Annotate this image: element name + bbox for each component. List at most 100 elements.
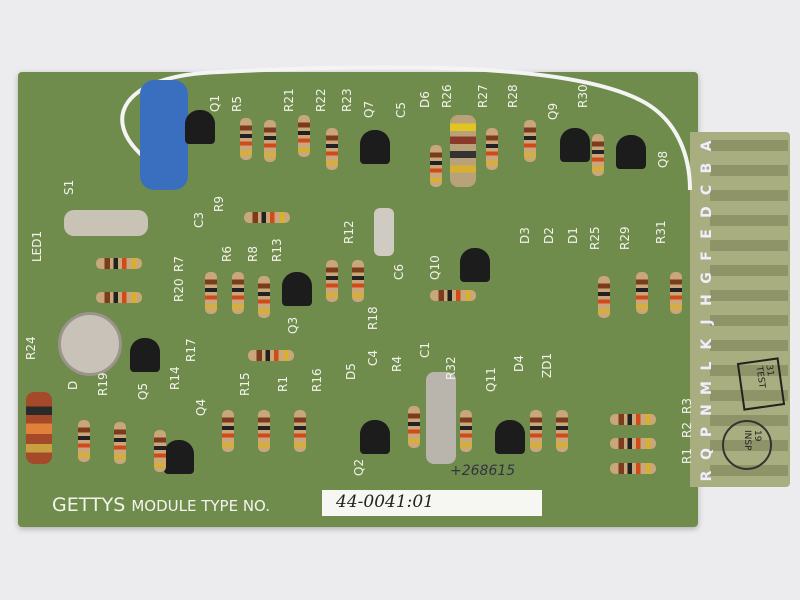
power-resistor-r24: [26, 392, 52, 464]
connector-finger: [710, 190, 788, 201]
resistor: [258, 276, 270, 318]
resistor: [232, 272, 244, 314]
resistor: [408, 406, 420, 448]
label: C1: [418, 341, 432, 358]
label: R27: [476, 84, 490, 108]
label: R14: [168, 366, 182, 390]
transistor-q3: [282, 272, 312, 306]
label: R28: [506, 84, 520, 108]
connector-finger: [710, 265, 788, 276]
resistor: [222, 410, 234, 452]
module-type-number: 44-0041:01: [322, 490, 542, 516]
diode-d4: [530, 410, 542, 452]
label: Q7: [362, 100, 376, 118]
label: R2: [680, 422, 694, 438]
inspection-stamp: 19 INSP: [722, 420, 772, 470]
label: R24: [24, 336, 38, 360]
resistor: [486, 128, 498, 170]
label: D1: [566, 227, 580, 244]
label: R15: [238, 372, 252, 396]
label: R4: [390, 356, 404, 372]
transistor-q1: [185, 110, 215, 144]
label: Q4: [194, 398, 208, 416]
resistor: [352, 260, 364, 302]
connector-finger: [710, 340, 788, 351]
resistor: [524, 120, 536, 162]
label: R7: [172, 256, 186, 272]
resistor-r9: [244, 212, 290, 223]
resistor: [592, 134, 604, 176]
transistor-q10: [460, 248, 490, 282]
resistor: [258, 410, 270, 452]
zener-diode-zd1: [556, 410, 568, 452]
transistor-q2: [360, 420, 390, 454]
label: D5: [344, 363, 358, 380]
connector-finger: [710, 165, 788, 176]
label: R26: [440, 84, 454, 108]
resistor: [240, 118, 252, 160]
diode-d6: [430, 145, 442, 187]
connector-finger: [710, 140, 788, 151]
label: R3: [680, 398, 694, 414]
label: R32: [444, 356, 458, 380]
module-type-caption: MODULE TYPE NO.: [131, 497, 271, 515]
label: D: [66, 380, 80, 390]
label: D6: [418, 91, 432, 108]
resistor-r7: [96, 292, 142, 303]
resistor-r18: [430, 290, 476, 301]
resistor: [326, 128, 338, 170]
label: R16: [310, 368, 324, 392]
resistor: [154, 430, 166, 472]
label: Q9: [546, 102, 560, 120]
connector-finger: [710, 315, 788, 326]
resistor-large: [450, 115, 476, 187]
transistor-q4: [164, 440, 194, 474]
switch-s1: [64, 210, 148, 236]
label: R1: [276, 376, 290, 392]
resistor: [114, 422, 126, 464]
resistor-r20: [96, 258, 142, 269]
transistor-q7: [360, 130, 390, 164]
connector-finger: [710, 365, 788, 376]
label: R21: [282, 88, 296, 112]
label: Q5: [136, 382, 150, 400]
transistor-q8: [616, 135, 646, 169]
label: Q3: [286, 316, 300, 334]
label: Q2: [352, 458, 366, 476]
label: R31: [654, 220, 668, 244]
connector-finger: [710, 465, 788, 476]
capacitor-c1: [426, 372, 456, 464]
label: R25: [588, 226, 602, 250]
brand-name: GETTYS: [52, 494, 126, 516]
label: Q1: [208, 94, 222, 112]
label: C6: [392, 263, 406, 280]
label: R9: [212, 196, 226, 212]
label: Q10: [428, 255, 442, 280]
connector-finger: [710, 240, 788, 251]
label: R22: [314, 88, 328, 112]
resistor-r1: [610, 463, 656, 474]
label: R5: [230, 96, 244, 112]
label: Q11: [484, 367, 498, 392]
label: D4: [512, 355, 526, 372]
connector-finger: [710, 290, 788, 301]
resistor: [78, 420, 90, 462]
label: R30: [576, 84, 590, 108]
resistor: [205, 272, 217, 314]
metal-can-transistor: [58, 312, 122, 376]
resistor: [264, 120, 276, 162]
label: Q8: [656, 150, 670, 168]
transistor-q9: [560, 128, 590, 162]
label: R18: [366, 306, 380, 330]
handwritten-serial: +268615: [450, 463, 516, 479]
transistor-q11: [495, 420, 525, 454]
label: R12: [342, 220, 356, 244]
resistor-r17: [248, 350, 294, 361]
label: R17: [184, 338, 198, 362]
label: R8: [246, 246, 260, 262]
label: S1: [62, 179, 76, 195]
resistor: [598, 276, 610, 318]
label: R20: [172, 278, 186, 302]
resistor-r2: [610, 438, 656, 449]
label: R23: [340, 88, 354, 112]
